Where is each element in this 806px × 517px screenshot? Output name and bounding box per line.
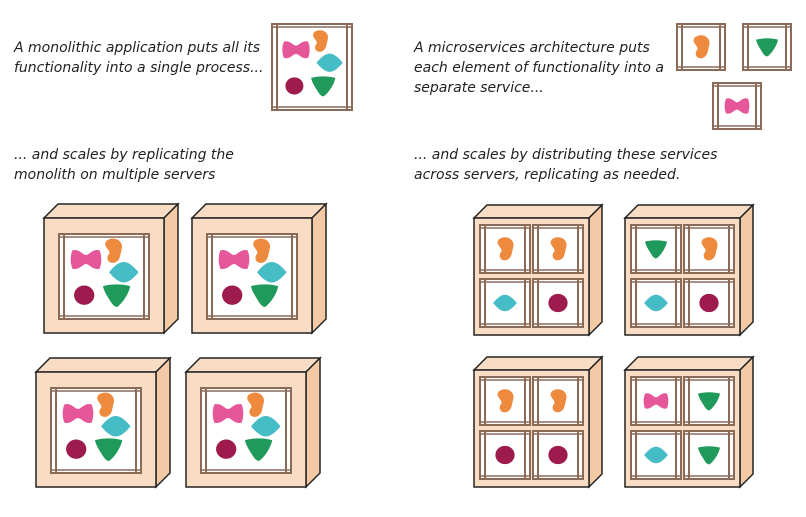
caption-line: A microservices architecture puts bbox=[414, 40, 650, 56]
green-triangle-icon bbox=[250, 284, 279, 307]
pink-bowtie-icon bbox=[70, 249, 102, 270]
pink-bowtie-icon bbox=[643, 393, 669, 409]
green-triangle-icon bbox=[756, 38, 778, 57]
monolith-process bbox=[50, 387, 142, 474]
teal-diamond-icon bbox=[101, 416, 131, 437]
maroon-circle-icon bbox=[699, 293, 719, 313]
monolith-process bbox=[271, 23, 353, 111]
maroon-circle-icon bbox=[285, 77, 304, 95]
monolith-process bbox=[206, 233, 298, 320]
monolith-process bbox=[200, 387, 292, 474]
caption-line: monolith on multiple servers bbox=[14, 167, 216, 183]
microservice-server bbox=[623, 355, 755, 489]
caption-line: each element of functionality into a bbox=[414, 60, 664, 76]
caption-line: separate service... bbox=[414, 80, 544, 96]
service-frame bbox=[676, 23, 726, 71]
monolith-server bbox=[184, 356, 322, 489]
caption-line: across servers, replicating as needed. bbox=[414, 167, 681, 183]
maroon-circle-icon bbox=[548, 445, 568, 465]
pink-bowtie-icon bbox=[724, 98, 750, 114]
caption-line: functionality into a single process... bbox=[14, 60, 264, 76]
teal-diamond-icon bbox=[644, 294, 668, 312]
green-triangle-icon bbox=[244, 438, 273, 461]
service-frame bbox=[532, 278, 584, 328]
caption-line: A monolithic application puts all its bbox=[14, 40, 260, 56]
green-triangle-icon bbox=[698, 392, 720, 411]
service-frame bbox=[532, 376, 584, 426]
maroon-circle-icon bbox=[495, 445, 515, 465]
orange-bean-icon bbox=[247, 392, 265, 417]
pink-bowtie-icon bbox=[282, 41, 310, 59]
caption-line: ... and scales by distributing these ser… bbox=[414, 147, 718, 163]
service-frame bbox=[532, 224, 584, 274]
green-triangle-icon bbox=[698, 446, 720, 465]
monolith-server bbox=[34, 356, 172, 489]
orange-bean-icon bbox=[97, 392, 115, 417]
microservices-scale-caption: ... and scales by distributing these ser… bbox=[414, 145, 717, 185]
monolith-process bbox=[58, 233, 150, 320]
service-frame bbox=[630, 376, 682, 426]
microservice-server bbox=[472, 203, 604, 337]
service-frame bbox=[479, 376, 531, 426]
service-frame bbox=[630, 224, 682, 274]
microservice-server bbox=[472, 355, 604, 489]
service-frame bbox=[630, 278, 682, 328]
orange-bean-icon bbox=[550, 237, 567, 261]
microservices-intro-caption: A microservices architecture puts each e… bbox=[414, 38, 664, 98]
service-frame bbox=[683, 430, 735, 480]
green-triangle-icon bbox=[311, 76, 336, 97]
orange-bean-icon bbox=[253, 238, 271, 263]
maroon-circle-icon bbox=[66, 439, 87, 459]
orange-bean-icon bbox=[497, 237, 514, 261]
green-triangle-icon bbox=[94, 438, 123, 461]
microservice-server bbox=[623, 203, 755, 337]
service-frame bbox=[712, 82, 762, 130]
monolith-scale-caption: ... and scales by replicating the monoli… bbox=[14, 145, 234, 185]
service-frame bbox=[479, 278, 531, 328]
teal-diamond-icon bbox=[316, 53, 343, 72]
service-frame bbox=[683, 278, 735, 328]
monolith-server bbox=[190, 202, 328, 335]
maroon-circle-icon bbox=[74, 285, 95, 305]
orange-bean-icon bbox=[497, 389, 514, 413]
orange-bean-icon bbox=[105, 238, 123, 263]
service-frame bbox=[683, 376, 735, 426]
pink-bowtie-icon bbox=[212, 403, 244, 424]
teal-diamond-icon bbox=[109, 262, 139, 283]
maroon-circle-icon bbox=[548, 293, 568, 313]
orange-bean-icon bbox=[701, 237, 718, 261]
service-frame bbox=[479, 224, 531, 274]
service-frame bbox=[479, 430, 531, 480]
monolith-intro-caption: A monolithic application puts all its fu… bbox=[14, 38, 263, 78]
maroon-circle-icon bbox=[222, 285, 243, 305]
service-frame bbox=[532, 430, 584, 480]
teal-diamond-icon bbox=[257, 262, 287, 283]
green-triangle-icon bbox=[102, 284, 131, 307]
orange-bean-icon bbox=[550, 389, 567, 413]
pink-bowtie-icon bbox=[62, 403, 94, 424]
pink-bowtie-icon bbox=[218, 249, 250, 270]
teal-diamond-icon bbox=[251, 416, 281, 437]
monolith-server bbox=[42, 202, 180, 335]
green-triangle-icon bbox=[645, 240, 667, 259]
service-frame bbox=[683, 224, 735, 274]
teal-diamond-icon bbox=[644, 446, 668, 464]
maroon-circle-icon bbox=[216, 439, 237, 459]
service-frame bbox=[742, 23, 792, 71]
teal-diamond-icon bbox=[493, 294, 517, 312]
caption-line: ... and scales by replicating the bbox=[14, 147, 234, 163]
orange-bean-icon bbox=[313, 30, 329, 52]
service-frame bbox=[630, 430, 682, 480]
orange-bean-icon bbox=[693, 35, 710, 59]
